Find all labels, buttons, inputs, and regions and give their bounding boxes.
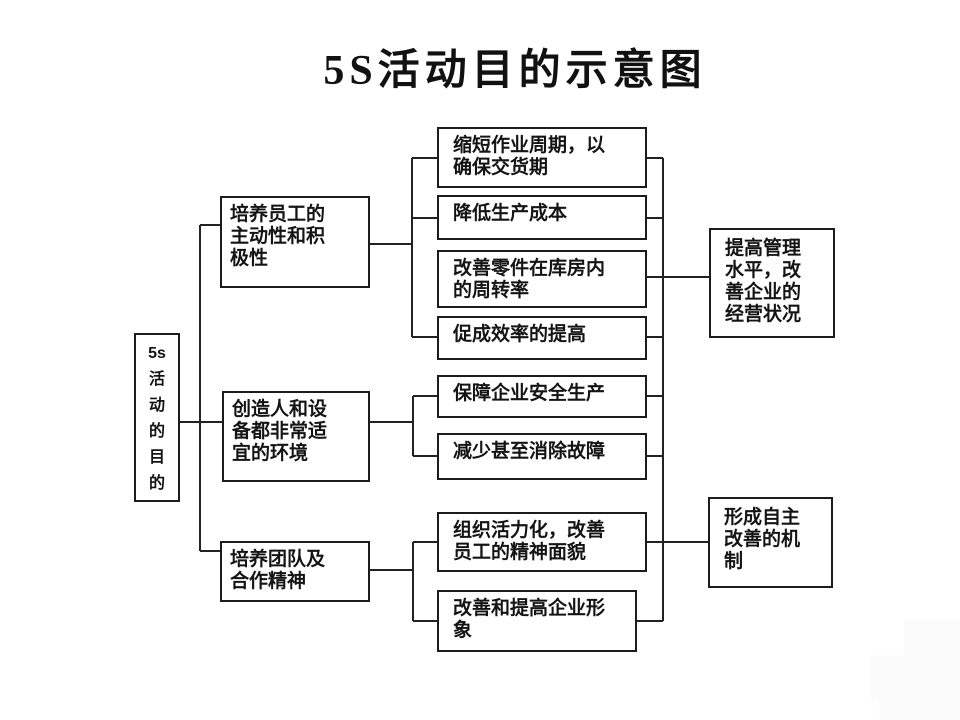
goal-box-team-spirit: 培养团队及 合作精神 (220, 541, 370, 602)
goal-box-suitable-environment: 创造人和设 备都非常适 宜的环境 (222, 391, 370, 482)
effect-box-safety: 保障企业安全生产 (437, 375, 647, 418)
effect-box-efficiency: 促成效率的提高 (437, 316, 647, 360)
effect-box-shorten-cycle: 缩短作业周期，以 确保交货期 (437, 127, 647, 188)
effect-box-inventory-turnover: 改善零件在库房内 的周转率 (437, 250, 647, 308)
goal-box-employee-initiative: 培养员工的 主动性和积 极性 (220, 196, 370, 288)
effect-box-lower-cost: 降低生产成本 (437, 195, 647, 240)
outcome-box-self-improvement: 形成自主 改善的机 制 (708, 497, 833, 588)
effect-box-corporate-image: 改善和提高企业形 象 (437, 590, 637, 652)
effect-box-vitalize-organization: 组织活力化，改善 员工的精神面貌 (437, 512, 647, 572)
diagram-title: 5S活动目的示意图 (323, 48, 707, 94)
root-box-5s-purpose: 5s 活 动 的 目 的 (134, 333, 180, 502)
outcome-box-management-level: 提高管理 水平，改 善企业的 经营状况 (709, 228, 835, 338)
effect-box-reduce-failures: 减少甚至消除故障 (437, 433, 647, 480)
